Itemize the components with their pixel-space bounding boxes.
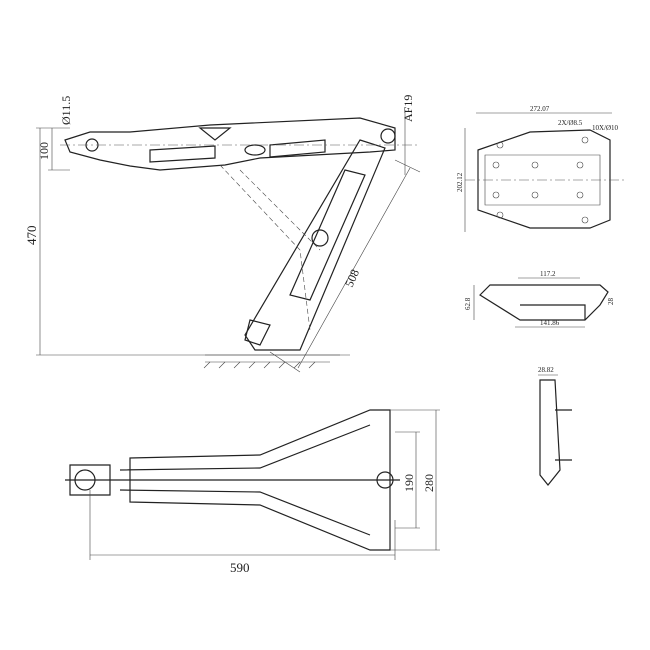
dim-height: 470 — [24, 226, 39, 246]
foot-plan-view: 272.07 202.12 2X/Ø8.5 10X/Ø10 — [456, 105, 625, 232]
top-view: 590 190 280 — [65, 409, 440, 575]
dim-bottom: 141.86 — [540, 319, 560, 327]
hole-small-label: 2X/Ø8.5 — [558, 119, 583, 127]
dim-width: 272.07 — [530, 105, 550, 113]
foot-side-view: 28.82 — [538, 366, 572, 486]
hole-large-label: 10X/Ø10 — [592, 124, 619, 132]
dim-lip: 28 — [607, 298, 615, 306]
dim-length: 590 — [230, 560, 250, 575]
dim-top: 100 — [37, 142, 51, 160]
dim-nut: AF19 — [401, 95, 415, 122]
side-view: 470 100 Ø11.5 AF19 508 — [24, 95, 421, 373]
dim-pin: Ø11.5 — [59, 96, 73, 125]
dim-height: 62.8 — [464, 297, 472, 310]
dim-top: 117.2 — [540, 270, 556, 278]
dim-leg: 508 — [342, 267, 362, 289]
dim-height: 202.12 — [456, 172, 464, 192]
dim-outer: 280 — [422, 474, 436, 492]
dim-width: 28.82 — [538, 366, 554, 374]
dim-inner: 190 — [402, 474, 416, 492]
foot-section-view: 117.2 141.86 62.8 28 — [464, 270, 615, 328]
